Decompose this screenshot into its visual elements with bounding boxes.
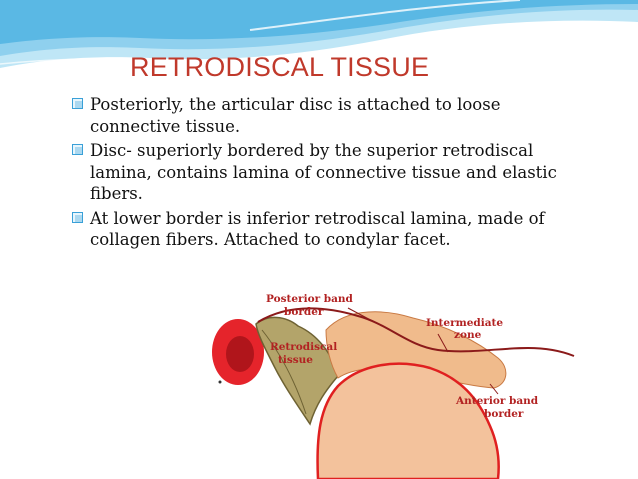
fossa-outline: [257, 307, 575, 357]
bullet-item-2: Disc- superiorly bordered by the superio…: [72, 140, 592, 205]
label-anterior-band-2: border: [484, 408, 524, 420]
condyle-shape: [316, 362, 500, 479]
slide-title: RETRODISCAL TISSUE: [130, 52, 430, 82]
articular-disc-shape: [325, 311, 507, 389]
bullet-text-1: Posteriorly, the articular disc is attac…: [90, 95, 501, 136]
label-anterior-band-1: Anterior band: [455, 395, 539, 407]
tmj-disc-diagram: Posterior band border Intermediate zone …: [198, 286, 586, 479]
bullet-item-1: Posteriorly, the articular disc is attac…: [72, 94, 592, 137]
square-bullet-icon: [72, 98, 83, 109]
label-posterior-band-2: border: [284, 306, 324, 318]
label-retrodiscal-2: tissue: [278, 354, 313, 366]
label-retrodiscal-1: Retrodiscal: [270, 341, 337, 353]
square-bullet-icon: [72, 211, 83, 223]
label-intermediate-1: Intermediate: [426, 317, 503, 329]
bullet-list: Posteriorly, the articular disc is attac…: [72, 94, 592, 254]
bullet-item-3: At lower border is inferior retrodiscal …: [72, 208, 592, 251]
retrodiscal-tissue-shape: [255, 316, 339, 426]
bullet-text-3: At lower border is inferior retrodiscal …: [90, 208, 545, 250]
square-bullet-icon: [72, 144, 83, 155]
label-intermediate-2: zone: [454, 329, 482, 341]
bullet-text-2: Disc- superiorly bordered by the superio…: [90, 141, 557, 203]
header-wave-decoration: [0, 0, 638, 68]
label-posterior-band-1: Posterior band: [266, 293, 354, 305]
